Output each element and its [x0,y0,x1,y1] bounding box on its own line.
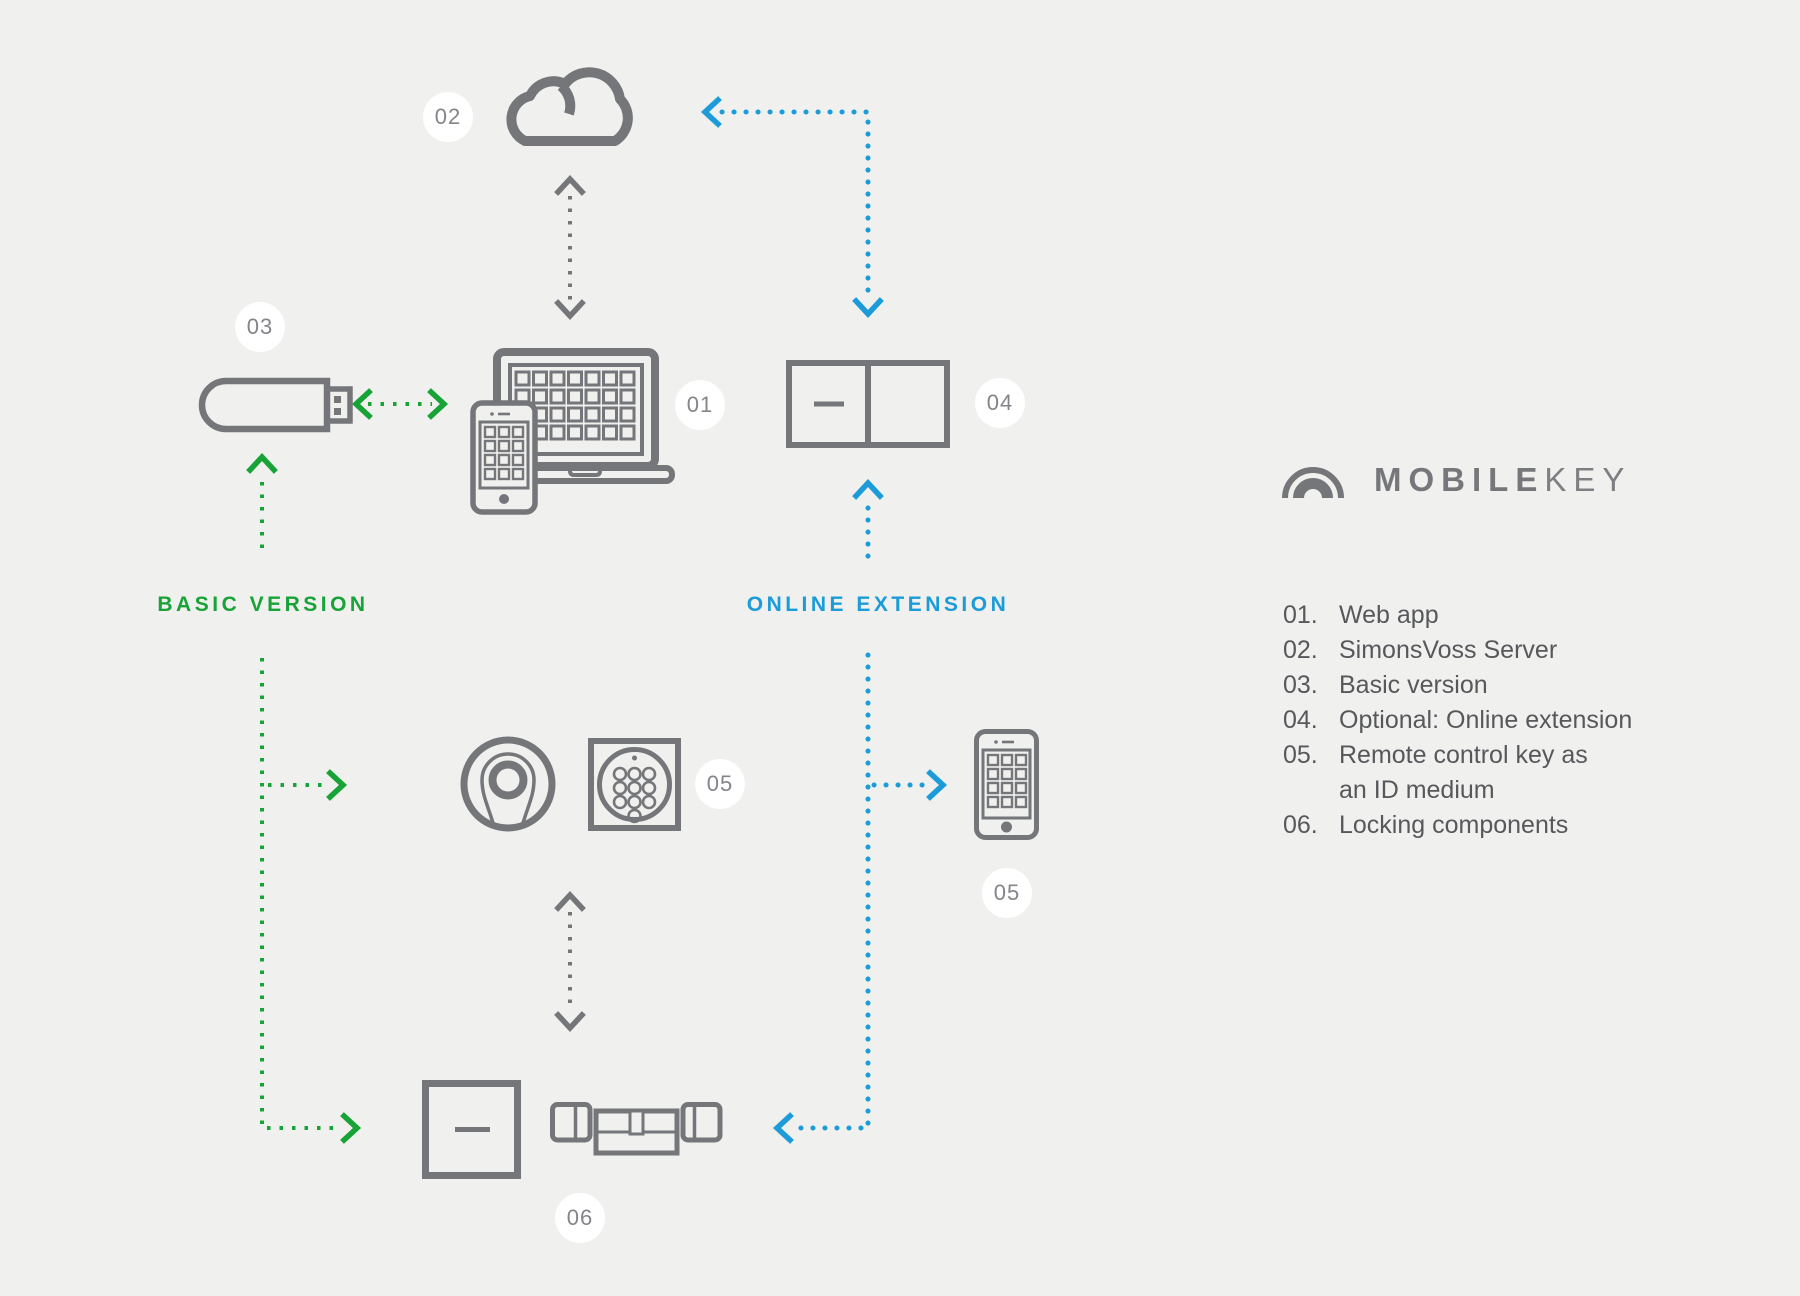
legend-num: 04. [1283,706,1318,734]
remote-fob-icon [460,736,556,832]
legend-label-line2: an ID medium [1339,776,1495,804]
legend-label: Optional: Online extension [1339,706,1633,734]
cloud-server-icon [506,67,633,146]
usb-stick-icon [198,377,353,433]
online-extension-trunk [772,652,948,1144]
legend-item-03: 03. Basic version [1283,668,1632,703]
legend-label: Web app [1339,601,1439,629]
smart-relay-icon [786,360,950,448]
legend-item-04: 04. Optional: Online extension [1283,703,1632,738]
logo-part-mobile: MOBILE [1374,461,1545,498]
badge-06-locking: 06 [555,1193,605,1243]
legend-num: 02. [1283,636,1318,664]
locking-relay-icon [422,1080,521,1179]
legend-num: 06. [1283,811,1318,839]
web-app-device-icon [470,348,675,515]
legend: 01. Web app 02. SimonsVoss Server 03. Ba… [1283,598,1632,843]
arrow-online-to-relay [852,478,884,563]
badge-03-basic: 03 [235,302,285,352]
legend-num: 01. [1283,601,1318,629]
remote-key-phone-icon [974,729,1039,840]
basic-version-label: BASIC VERSION [157,593,369,616]
arrow-cloud-webapp [554,174,586,321]
badge-05-phone: 05 [982,868,1032,918]
legend-num: 03. [1283,671,1318,699]
badge-04-online: 04 [975,378,1025,428]
online-extension-label: ONLINE EXTENSION [746,593,1010,616]
legend-item-01: 01. Web app [1283,598,1632,633]
arrow-usb-webapp [351,388,449,420]
legend-item-06: 06. Locking components [1283,808,1632,843]
mobilekey-logo-text: MOBILEKEY [1374,456,1631,504]
legend-item-02: 02. SimonsVoss Server [1283,633,1632,668]
badge-02-server: 02 [423,92,473,142]
legend-item-05: 05. Remote control key as an ID medium [1283,738,1632,808]
arrow-devices-locking [554,890,586,1033]
arrow-relay-to-cloud [700,96,884,319]
legend-num: 05. [1283,741,1318,769]
legend-label-line1: Remote control key as [1339,741,1588,769]
badge-05-keypad: 05 [695,759,745,809]
logo-part-key: KEY [1544,461,1632,498]
legend-label: Locking components [1339,811,1569,839]
locking-cylinder-icon [550,1102,723,1156]
mobilekey-logo: MOBILEKEY [1280,452,1631,504]
legend-label: SimonsVoss Server [1339,636,1558,664]
basic-version-trunk [260,658,362,1144]
arrow-basic-to-usb [246,452,278,552]
badge-01-webapp: 01 [675,380,725,430]
legend-label: Basic version [1339,671,1488,699]
legend-label: Remote control key as an ID medium [1339,738,1632,808]
pinpad-icon [588,738,681,831]
mobilekey-arc-icon [1282,467,1344,499]
smartphone-icon [470,400,538,515]
